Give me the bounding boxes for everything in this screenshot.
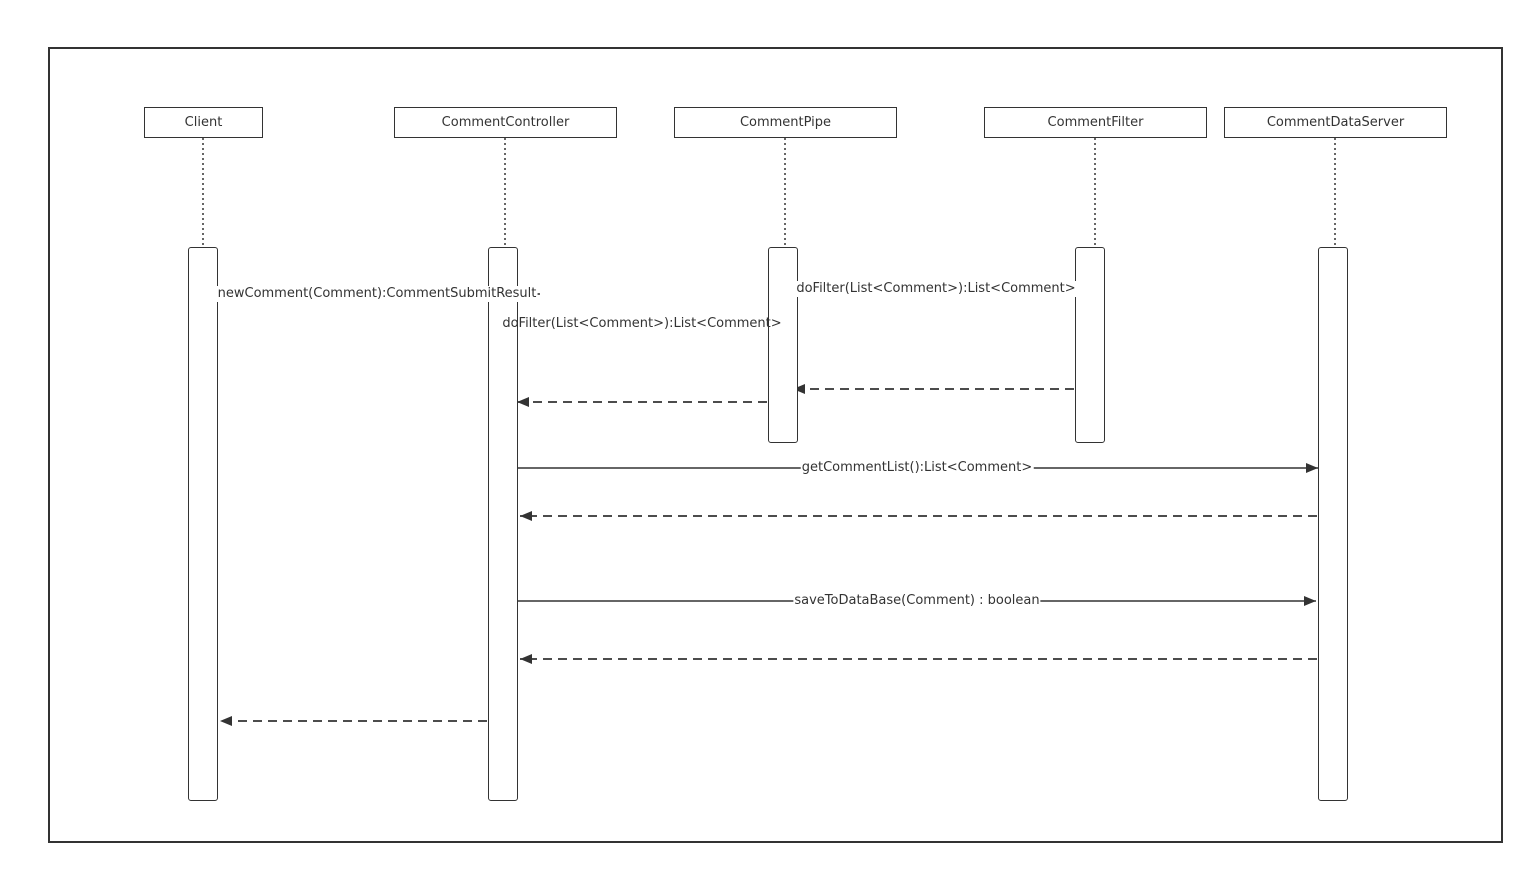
label-get-comment-list: getCommentList():List<Comment> [800,460,1034,476]
participant-controller: CommentController [394,107,617,138]
activation-dataserver [1318,247,1348,801]
label-save-to-database: saveToDataBase(Comment) : boolean [793,593,1041,609]
activation-filter [1075,247,1105,443]
participant-filter-label: CommentFilter [1047,115,1144,130]
participant-pipe: CommentPipe [674,107,897,138]
diagram-frame [48,47,1503,843]
participant-controller-label: CommentController [441,115,570,130]
participant-client: Client [144,107,263,138]
label-pipe-to-filter: doFilter(List<Comment>):List<Comment> [795,281,1077,297]
participant-pipe-label: CommentPipe [739,115,832,130]
activation-client [188,247,218,801]
participant-dataserver-label: CommentDataServer [1266,115,1405,130]
participant-dataserver: CommentDataServer [1224,107,1447,138]
label-new-comment: newComment(Comment):CommentSubmitResult [216,286,538,302]
label-controller-to-pipe: doFilter(List<Comment>):List<Comment> [502,316,782,331]
activation-controller [488,247,518,801]
participant-filter: CommentFilter [984,107,1207,138]
activation-pipe [768,247,798,443]
participant-client-label: Client [184,115,223,130]
